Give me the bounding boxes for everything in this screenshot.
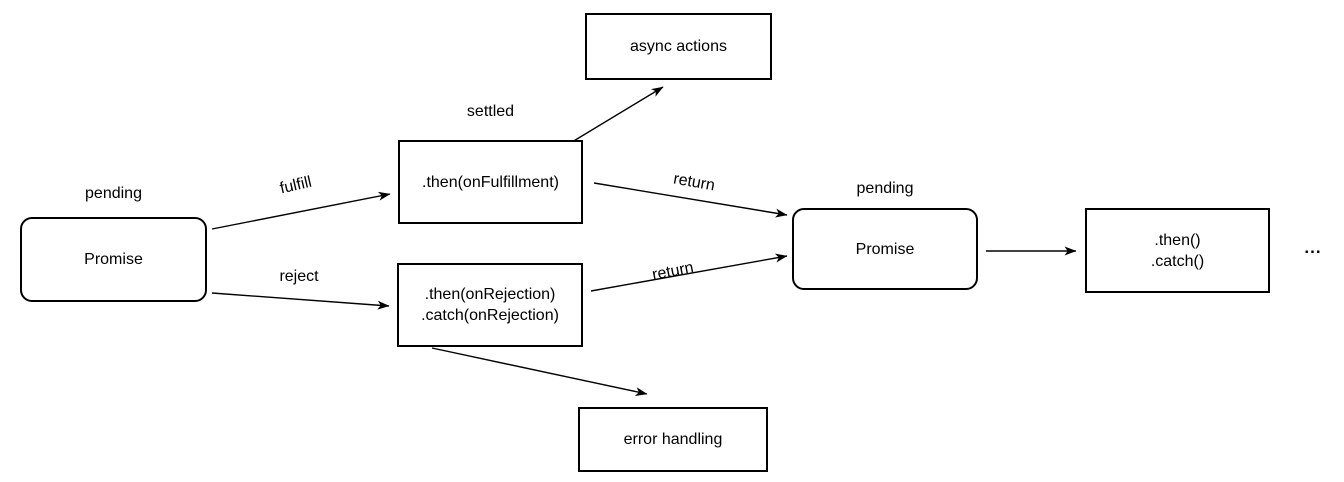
reject-edge-label: reject (279, 268, 319, 285)
node-then-onrejection-line2: .catch(onRejection) (421, 307, 559, 324)
node-promise-1: Promise (20, 217, 207, 302)
continuation-ellipsis: ... (1304, 238, 1322, 257)
async-actions-arrow (571, 86, 664, 143)
node-promise-1-label: Promise (84, 251, 143, 268)
node-then-onfulfillment: .then(onFulfillment) (398, 140, 583, 224)
then-fulfill-state-label: settled (466, 103, 515, 120)
node-promise-2-label: Promise (855, 240, 915, 258)
node-then-catch-line1: .then() (1154, 231, 1201, 249)
node-error-handling-label: error handling (623, 431, 723, 448)
node-then-onrejection: .then(onRejection) .catch(onRejection) (397, 263, 583, 347)
reject-arrow (211, 292, 390, 310)
return-top-arrow (593, 182, 788, 218)
error-handling-arrow (431, 347, 648, 396)
node-promise-2: Promise (792, 208, 978, 290)
node-async-actions-label: async actions (630, 38, 727, 55)
node-then-catch-line2: .catch() (1150, 252, 1205, 270)
promise2-state-label: pending (856, 180, 914, 197)
return-bottom-arrow (590, 253, 788, 292)
node-then-catch: .then() .catch() (1085, 208, 1270, 293)
node-then-onrejection-line1: .then(onRejection) (424, 286, 556, 303)
node-then-onfulfillment-label: .then(onFulfillment) (422, 173, 559, 191)
node-async-actions: async actions (585, 13, 772, 80)
fulfill-arrow (211, 191, 391, 230)
node-error-handling: error handling (578, 407, 768, 472)
promise1-state-label: pending (85, 185, 142, 202)
